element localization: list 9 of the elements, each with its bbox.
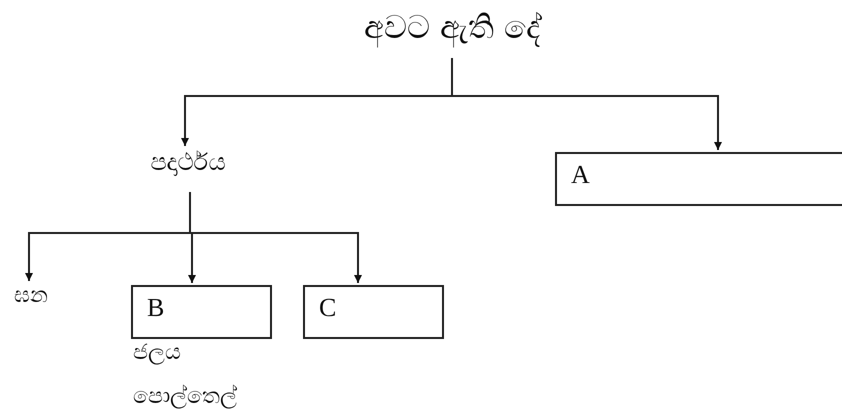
- label-box: B: [131, 285, 272, 339]
- connector-arrow: [451, 58, 722, 150]
- label-box: C: [303, 285, 444, 339]
- example-text: පොල්තෙල්: [133, 384, 237, 410]
- root-label: අවට ඇති දේ: [352, 8, 552, 46]
- example-text: ජලය: [133, 340, 181, 366]
- label-box: A: [555, 152, 842, 206]
- category-label: පදාර්ථය: [118, 148, 258, 177]
- category-label: ඝන: [6, 283, 56, 310]
